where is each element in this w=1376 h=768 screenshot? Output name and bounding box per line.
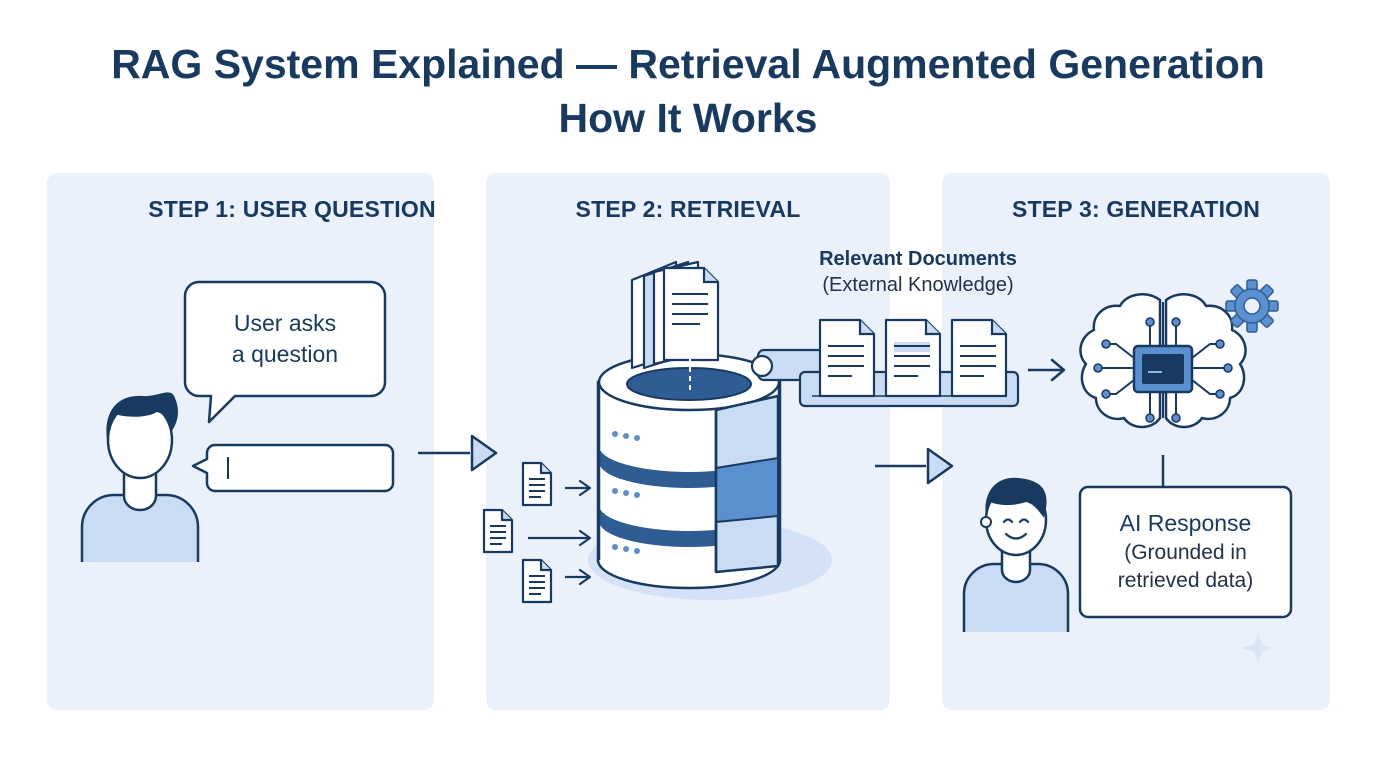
user-icon <box>962 477 1070 632</box>
speech-bubble-icon <box>183 280 387 424</box>
incoming-documents <box>482 461 592 604</box>
arrow-icon <box>1028 358 1066 382</box>
document-icon <box>818 318 876 398</box>
document-stack-icon <box>630 260 720 392</box>
response-line2: (Grounded in <box>1124 541 1247 564</box>
document-icon <box>950 318 1008 398</box>
response-box <box>1078 485 1293 619</box>
question-input-box <box>191 443 395 493</box>
step3-title: STEP 3: GENERATION <box>1011 196 1261 222</box>
arrow-icon <box>875 447 954 485</box>
user-icon <box>80 392 200 562</box>
response-line3: retrieved data) <box>1117 569 1254 592</box>
database-icon <box>588 352 832 600</box>
document-icon <box>884 318 942 398</box>
page-title: RAG System Explained — Retrieval Augment… <box>111 41 1265 87</box>
bubble-text-line1: User asks <box>233 310 337 336</box>
relevant-docs-title: Relevant Documents <box>819 248 1017 270</box>
step1-title: STEP 1: USER QUESTION <box>148 196 436 222</box>
page-subtitle: How It Works <box>558 95 818 141</box>
gear-icon <box>1225 279 1279 333</box>
sparkle-icon <box>1242 632 1274 664</box>
arrow-icon <box>418 434 498 472</box>
brain-chip-icon <box>1079 293 1247 429</box>
bubble-text-line2: a question <box>231 341 339 367</box>
relevant-docs-subtitle: (External Knowledge) <box>822 274 1014 296</box>
step2-title: STEP 2: RETRIEVAL <box>575 196 801 222</box>
response-title: AI Response <box>1119 510 1252 536</box>
